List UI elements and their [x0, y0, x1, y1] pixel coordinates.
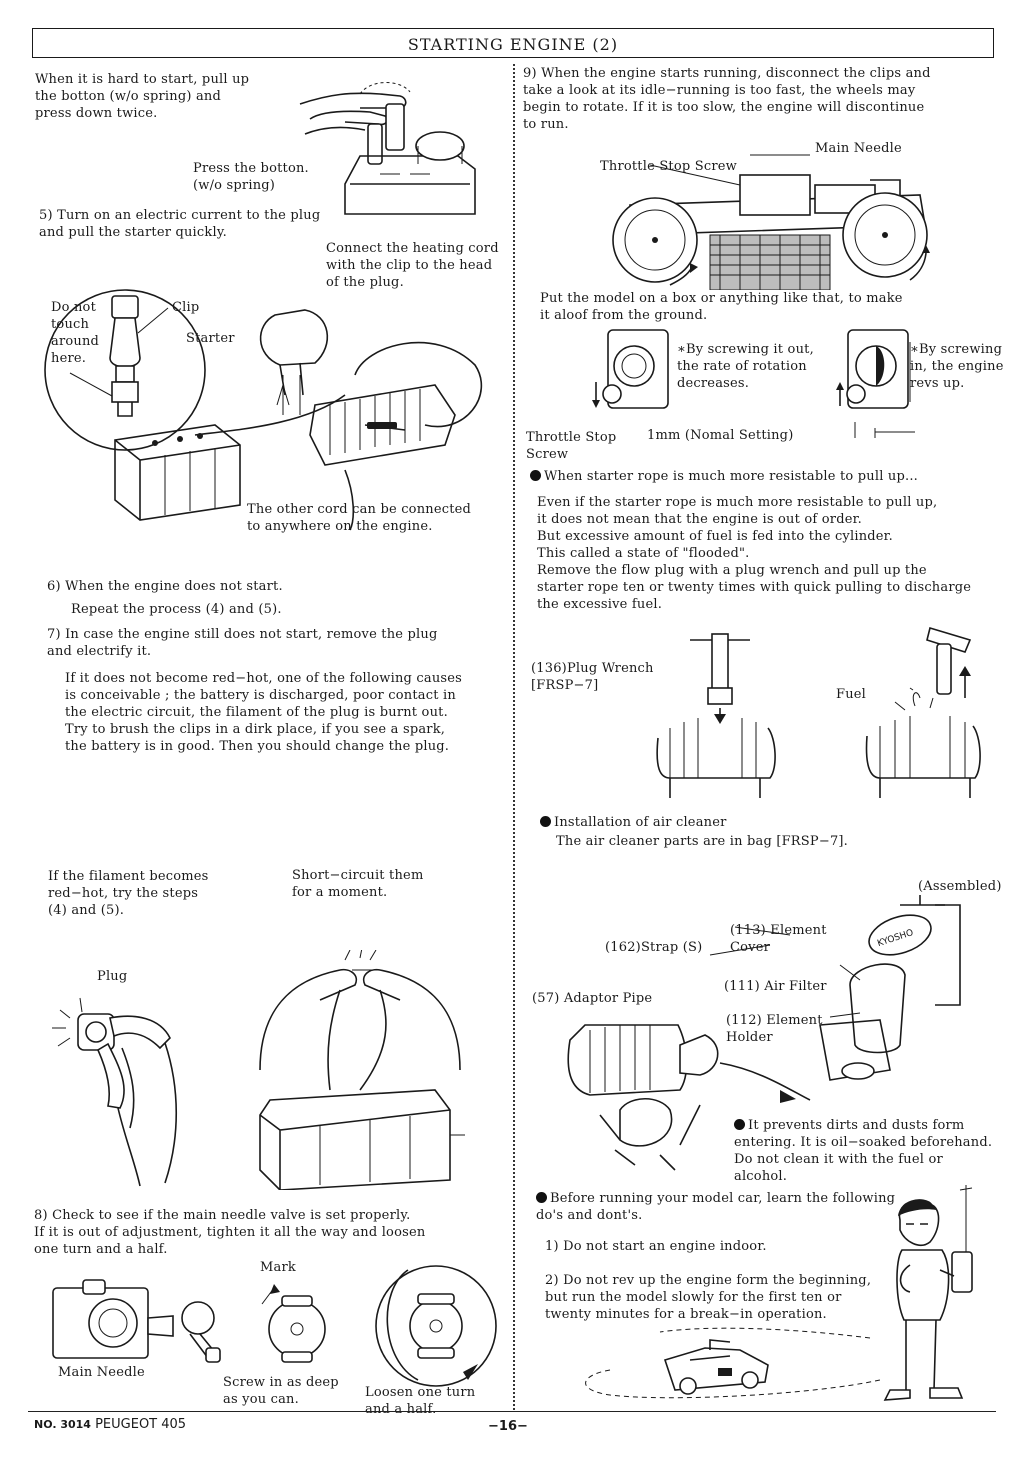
- footer-rule: [28, 1411, 996, 1412]
- page-number: −16−: [488, 1419, 528, 1434]
- element-holder-label: (112) Element Holder: [726, 1013, 823, 1045]
- model-number: NO. 3014: [34, 1418, 91, 1431]
- press-button-illustration: [299, 82, 476, 215]
- screw-out-text: ∗By screwing it out, the rate of rotatio…: [677, 342, 814, 391]
- do-not-touch-label: Do not touch around here.: [51, 300, 100, 366]
- air-cleaner-heading: Installation of air cleaner: [540, 814, 727, 831]
- screw-in-illustration: [261, 1284, 326, 1363]
- before-running-text-body: Before running your model car, learn the…: [536, 1191, 896, 1223]
- adaptor-pipe-label: (57) Adaptor Pipe: [532, 991, 653, 1006]
- clip-label: Clip: [172, 300, 200, 315]
- glowing-plug-illustration: [52, 997, 177, 1187]
- step9-text: 9) When the engine starts running, disco…: [523, 66, 931, 132]
- air-cleaner-heading-text: Installation of air cleaner: [554, 815, 727, 830]
- element-cover-label: (113) Element Cover: [730, 923, 827, 955]
- model-name: PEUGEOT 405: [95, 1417, 187, 1432]
- throttle-stop-screw-label: Throttle Stop Screw: [600, 159, 737, 174]
- dimension-mark: [854, 422, 915, 438]
- starter-rope-heading-text: When starter rope is much more resistabl…: [544, 469, 918, 484]
- strap-label: (162)Strap (S): [605, 940, 703, 955]
- main-needle-label: Main Needle: [58, 1365, 145, 1380]
- before-running-text: Before running your model car, learn the…: [536, 1190, 895, 1224]
- bullet-icon: [536, 1192, 547, 1203]
- main-needle-label-right: Main Needle: [815, 141, 902, 156]
- throttle-stop-label: Throttle Stop Screw: [526, 430, 617, 462]
- heating-cord-label: Connect the heating cord with the clip t…: [326, 241, 499, 290]
- starter-rope-heading: When starter rope is much more resistabl…: [530, 468, 918, 485]
- screw-in-label: Screw in as deep as you can.: [223, 1375, 339, 1407]
- fuel-discharge-illustration: [865, 626, 981, 798]
- race-car-illustration: [585, 1327, 881, 1399]
- column-divider: [513, 64, 515, 1410]
- starter-rope-text: Even if the starter rope is much more re…: [537, 495, 972, 612]
- bullet-icon: [540, 816, 551, 827]
- dirts-text: It prevents dirts and dusts form enterin…: [734, 1117, 992, 1185]
- assembled-label: (Assembled): [918, 879, 1002, 894]
- loosen-label: Loosen one turn and a half.: [365, 1385, 476, 1417]
- mark-label: Mark: [260, 1260, 296, 1275]
- put-model-text: Put the model on a box or anything like …: [540, 291, 903, 323]
- man-with-transmitter-illustration: [883, 1185, 973, 1401]
- short-circuit-text: Short−circuit them for a moment.: [292, 868, 424, 900]
- step6-repeat-text: Repeat the process (4) and (5).: [71, 602, 282, 617]
- plug-wrench-label: (136)Plug Wrench [FRSP−7]: [531, 661, 654, 693]
- rule1-text: 1) Do not start an engine indoor.: [545, 1239, 767, 1254]
- short-circuit-illustration: [259, 950, 465, 1190]
- air-cleaner-illustration: KYOSHO: [567, 895, 961, 1171]
- car-on-box-illustration: [612, 154, 930, 290]
- other-cord-label: The other cord can be connected to anywh…: [247, 502, 472, 534]
- step7-causes-text: If it does not become red−hot, one of th…: [65, 671, 463, 754]
- carburetor-needle-illustration: [52, 1279, 221, 1363]
- step8-text: 8) Check to see if the main needle valve…: [34, 1208, 426, 1257]
- page-title: STARTING ENGINE (2): [407, 35, 619, 54]
- hard-start-text: When it is hard to start, pull up the bo…: [35, 72, 250, 121]
- plug-wrench-illustration: [656, 633, 776, 798]
- throttle-screw-in-illustration: [836, 329, 911, 409]
- starter-label: Starter: [186, 331, 235, 346]
- step5-text: 5) Turn on an electric current to the pl…: [39, 208, 321, 240]
- throttle-screw-out-illustration: [592, 329, 669, 409]
- bullet-icon: [734, 1119, 745, 1130]
- air-cleaner-text: The air cleaner parts are in bag [FRSP−7…: [556, 834, 849, 849]
- footer-model: NO. 3014 PEUGEOT 405: [34, 1417, 186, 1432]
- filament-text: If the filament becomes red−hot, try the…: [48, 869, 209, 918]
- air-filter-label: (111) Air Filter: [724, 979, 827, 994]
- dirts-text-body: It prevents dirts and dusts form enterin…: [734, 1118, 993, 1184]
- title-box: STARTING ENGINE (2): [32, 28, 994, 58]
- starter-engine-illustration: [114, 309, 483, 531]
- step6-text: 6) When the engine does not start.: [47, 579, 283, 594]
- screw-in-text-right: ∗By screwing in, the engine revs up.: [910, 342, 1004, 391]
- fuel-label: Fuel: [836, 687, 867, 702]
- bullet-icon: [530, 470, 541, 481]
- plug-detail-circle: [44, 289, 206, 451]
- rule2-text: 2) Do not rev up the engine form the beg…: [545, 1273, 872, 1322]
- press-botton-label: Press the botton. (w/o spring): [193, 161, 309, 193]
- step7-text: 7) In case the engine still does not sta…: [47, 627, 438, 659]
- loosen-illustration: [375, 1265, 497, 1387]
- nomal-setting-label: 1mm (Nomal Setting): [647, 428, 794, 443]
- plug-label: Plug: [97, 969, 128, 984]
